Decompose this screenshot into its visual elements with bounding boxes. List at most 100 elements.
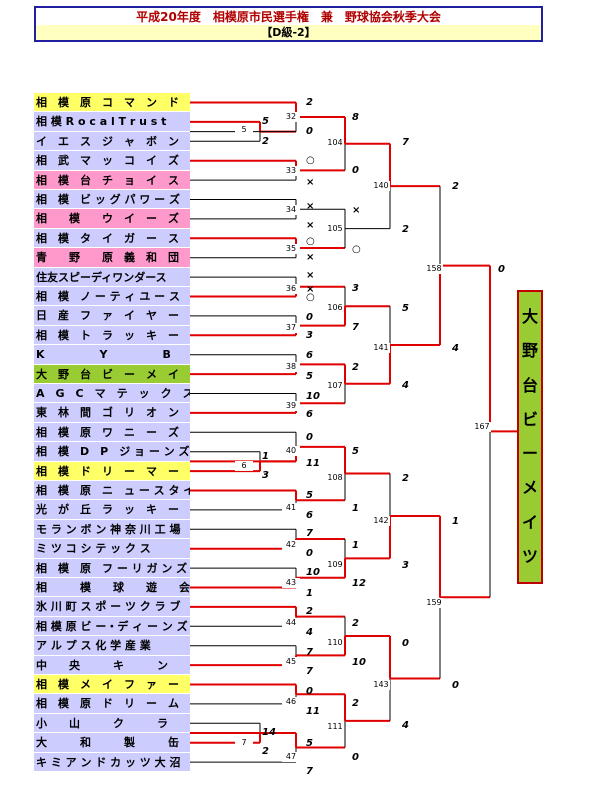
team-name: 相 模 D P ジ ョ ー ン ズ (34, 442, 190, 462)
game-score: × (306, 284, 315, 295)
game-score: ○ (306, 292, 315, 303)
game-score: ○ (306, 236, 315, 247)
game-score: 10 (306, 391, 320, 402)
game-score: 6 (306, 350, 313, 361)
row-separator (34, 111, 190, 113)
game-score: 2 (352, 618, 359, 629)
game-score: 14 (262, 727, 276, 738)
game-number: 32 (282, 112, 300, 122)
row-separator (34, 130, 190, 132)
game-score: 5 (352, 446, 359, 457)
game-score: × (306, 252, 315, 263)
row-separator (34, 150, 190, 152)
game-number: 40 (282, 446, 300, 456)
row-separator (34, 712, 190, 714)
game-number: 110 (326, 638, 344, 648)
game-score: 3 (306, 330, 313, 341)
game-number: 44 (282, 618, 300, 628)
game-score: × (306, 201, 315, 212)
row-separator (34, 596, 190, 598)
row-separator (34, 693, 190, 695)
team-name: ミ ツ コ シ テ ッ ク ス (34, 539, 190, 559)
game-score: 0 (306, 686, 313, 697)
row-separator (34, 499, 190, 501)
game-score: 2 (352, 698, 359, 709)
game-number: 141 (372, 343, 390, 353)
team-name: ア ル プ ス 化 学 産 業 (34, 636, 190, 656)
game-score: 0 (498, 264, 505, 275)
game-score: 3 (352, 283, 359, 294)
game-score: 2 (402, 224, 409, 235)
team-name: 光 が 丘 ラ ッ キ ー ズ (34, 500, 190, 520)
game-number: 167 (473, 422, 491, 432)
game-score: 10 (306, 567, 320, 578)
game-score: 7 (306, 528, 313, 539)
game-number: 46 (282, 697, 300, 707)
game-score: 0 (306, 548, 313, 559)
team-name: A G C マ テ ッ ク ス (34, 384, 190, 403)
team-name: 相 模 ノ ー テ ィ ユ ー ス (34, 287, 190, 306)
game-score: 1 (306, 588, 313, 599)
champion-char: イ (521, 512, 538, 532)
game-score: 12 (352, 578, 366, 589)
row-separator (34, 402, 190, 404)
row-separator (34, 771, 190, 772)
team-name: イ エ ス ジ ャ ボ ン (34, 131, 190, 151)
game-score: 2 (262, 136, 269, 147)
team-name: 相 模 タ イ ガ ー ス (34, 228, 190, 248)
game-score: 11 (306, 458, 320, 469)
game-score: 4 (306, 627, 313, 638)
champion-box: 大野台ビーメイツ (517, 290, 543, 584)
row-separator (34, 208, 190, 210)
game-score: 0 (452, 680, 459, 691)
champion-char: ビ (521, 409, 538, 429)
team-name: 東 林 間 ゴ リ オ ン ズ (34, 403, 190, 423)
game-score: 7 (306, 647, 313, 658)
game-score: 7 (306, 766, 313, 777)
game-score: 2 (402, 473, 409, 484)
row-separator (34, 247, 190, 249)
game-score: 3 (262, 470, 269, 481)
champion-char: 台 (521, 375, 538, 395)
team-name: 相 模 原 ド リ ー ム ズ (34, 694, 190, 714)
row-separator (34, 654, 190, 656)
game-number: 142 (372, 516, 390, 526)
team-name: 相 模 原 ビ ー・デ ィ ー ン ズ (34, 616, 190, 636)
game-number: 105 (326, 224, 344, 234)
team-name: 小 山 ク ラ ブ (34, 713, 190, 733)
champion-char: ツ (521, 546, 538, 566)
game-number: 39 (282, 401, 300, 411)
game-score: 0 (306, 432, 313, 443)
game-score: 1 (452, 516, 459, 527)
game-score: 7 (306, 666, 313, 677)
team-name: 氷 川 町 ス ポ ー ツ ク ラ ブ (34, 597, 190, 617)
team-name: 日 産 フ ァ イ ヤ ー ズ (34, 306, 190, 326)
row-separator (34, 363, 190, 365)
row-separator (34, 324, 190, 326)
row-separator (34, 266, 190, 268)
team-name: 相 武 マ ッ コ イ ズ (34, 151, 190, 171)
team-name: 大 和 製 缶 (34, 733, 190, 753)
game-score: × (352, 205, 361, 216)
game-number: 36 (282, 284, 300, 294)
game-number: 158 (425, 264, 443, 274)
game-number: 104 (326, 138, 344, 148)
team-name: 住友スピーディワンダース (34, 267, 190, 287)
row-separator (34, 305, 190, 307)
game-score: 4 (452, 343, 459, 354)
game-number: 33 (282, 166, 300, 176)
row-separator (34, 441, 190, 443)
game-score: 5 (306, 490, 313, 501)
game-score: 4 (402, 720, 409, 731)
team-name: 相 模 ト ラ ッ キ ー ズ (34, 325, 190, 345)
game-score: × (306, 177, 315, 188)
game-score: 0 (352, 752, 359, 763)
game-number: 41 (282, 503, 300, 513)
game-score: 6 (306, 409, 313, 420)
row-separator (34, 421, 190, 423)
team-name: 相 模 R o c a l T r u s t (34, 112, 190, 132)
game-number: 6 (235, 461, 253, 471)
game-score: 11 (306, 706, 320, 717)
team-name: キ ミ ア ン ド カ ッ ツ 大 沼 (34, 752, 190, 772)
row-separator (34, 344, 190, 346)
